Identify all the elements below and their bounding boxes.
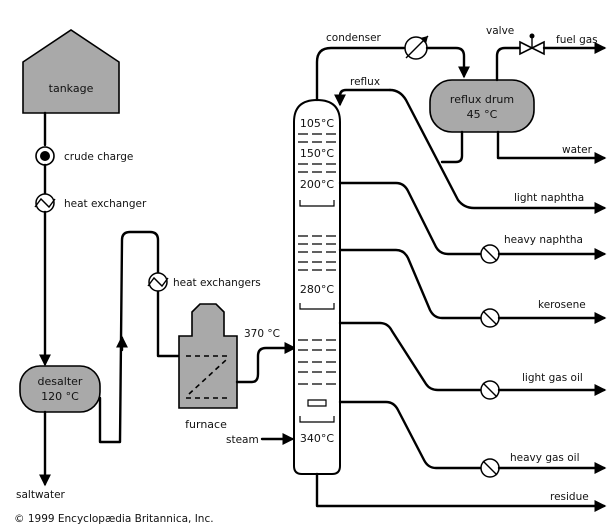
diagram-label: reflux drum — [450, 93, 514, 106]
kerosene-stripper-icon — [480, 308, 500, 328]
diagram-label: desalter — [38, 375, 83, 388]
desalted-crude-pipe — [98, 230, 180, 444]
saltwater-label: saltwater — [16, 489, 66, 501]
crude-charge-pump-icon — [35, 146, 55, 166]
column-trays — [298, 133, 336, 423]
reflux-drum: reflux drum 45 °C — [429, 79, 535, 133]
condensate-pipe — [425, 46, 470, 79]
heavy-naphtha-stripper-icon — [480, 244, 500, 264]
heat-exchanger-label: heat exchanger — [64, 198, 147, 210]
light-gas-oil-label: light gas oil — [522, 372, 583, 384]
column-temp-340: 340°C — [300, 432, 334, 445]
heavy-gas-oil-draw-pipe — [338, 400, 482, 470]
water-label: water — [562, 144, 593, 156]
diagram-label: furnace — [185, 418, 227, 431]
heat-exchanger-icon — [34, 193, 56, 213]
diagram-label: tankage — [49, 82, 94, 95]
heat-exchangers-label: heat exchangers — [173, 277, 261, 289]
condenser-icon — [404, 35, 429, 60]
kerosene-label: kerosene — [538, 299, 586, 311]
desalter-vessel: desalter 120 °C — [19, 365, 101, 413]
furnace-temp-label: 370 °C — [244, 328, 280, 340]
reflux-drum-outlet — [440, 130, 464, 164]
kerosene-draw-pipe — [338, 248, 482, 320]
diagram-label: 120 °C — [41, 390, 79, 403]
column-temp-105: 105°C — [300, 117, 334, 130]
furnace-unit: furnace — [178, 303, 238, 431]
fuel-gas-label: fuel gas — [556, 34, 598, 46]
tankage-tank: tankage — [22, 29, 120, 114]
light-naphtha-pipe — [388, 88, 607, 214]
distillation-column — [293, 98, 341, 475]
column-temp-150: 150°C — [300, 147, 334, 160]
valve-icon — [519, 33, 545, 56]
diagram-label: 45 °C — [467, 108, 498, 121]
light-gas-oil-stripper-icon — [480, 380, 500, 400]
crude-charge-label: crude charge — [64, 151, 133, 163]
condenser-label: condenser — [326, 32, 382, 44]
steam-label: steam — [226, 434, 259, 446]
copyright-notice: © 1999 Encyclopædia Britannica, Inc. — [14, 513, 214, 525]
reflux-label: reflux — [350, 76, 380, 88]
reflux-return-pipe — [334, 88, 392, 107]
heavy-naphtha-label: heavy naphtha — [504, 234, 583, 246]
heavy-gas-oil-label: heavy gas oil — [510, 452, 579, 464]
gas-offtake-pipe — [495, 46, 522, 82]
heat-exchangers-icon — [147, 272, 169, 292]
valve-label: valve — [486, 25, 514, 37]
column-temp-200: 200°C — [300, 178, 334, 191]
light-gas-oil-draw-pipe — [338, 321, 482, 392]
furnace-to-column-pipe — [235, 342, 297, 384]
light-naphtha-label: light naphtha — [514, 192, 584, 204]
residue-pipe — [315, 472, 607, 512]
water-pipe — [496, 130, 607, 164]
heavy-gas-oil-stripper-icon — [480, 458, 500, 478]
residue-label: residue — [550, 491, 589, 503]
heavy-naphtha-draw-pipe — [338, 181, 482, 256]
overhead-vapor-pipe — [315, 46, 406, 102]
column-temp-280: 280°C — [300, 283, 334, 296]
